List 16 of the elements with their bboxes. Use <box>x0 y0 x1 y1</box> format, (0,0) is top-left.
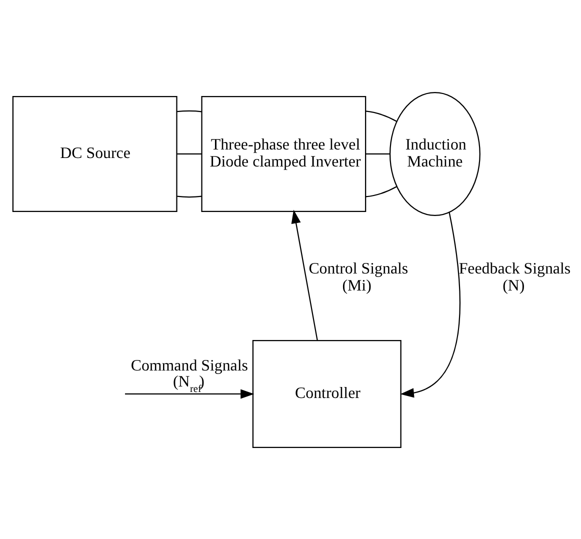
arrow <box>291 209 318 340</box>
connector <box>366 110 397 122</box>
arrow <box>125 388 254 398</box>
edge-label: Command Signals (N$_{ref}$) <box>130 356 248 394</box>
edge-label: Control Signals (Mi) <box>308 260 408 294</box>
connector <box>177 110 202 112</box>
node-ellipse: Induction Machine <box>389 91 480 216</box>
connector <box>366 152 390 154</box>
connector <box>366 186 397 197</box>
arrow <box>400 212 461 398</box>
connector <box>177 152 202 154</box>
node-box: Three-phase three level Diode clamped Inverter <box>201 95 366 212</box>
edge-label: Feedback Signals (N) <box>458 260 571 294</box>
node-box: Controller <box>252 339 402 448</box>
connector <box>177 195 202 198</box>
node-box: DC Source <box>12 95 178 212</box>
